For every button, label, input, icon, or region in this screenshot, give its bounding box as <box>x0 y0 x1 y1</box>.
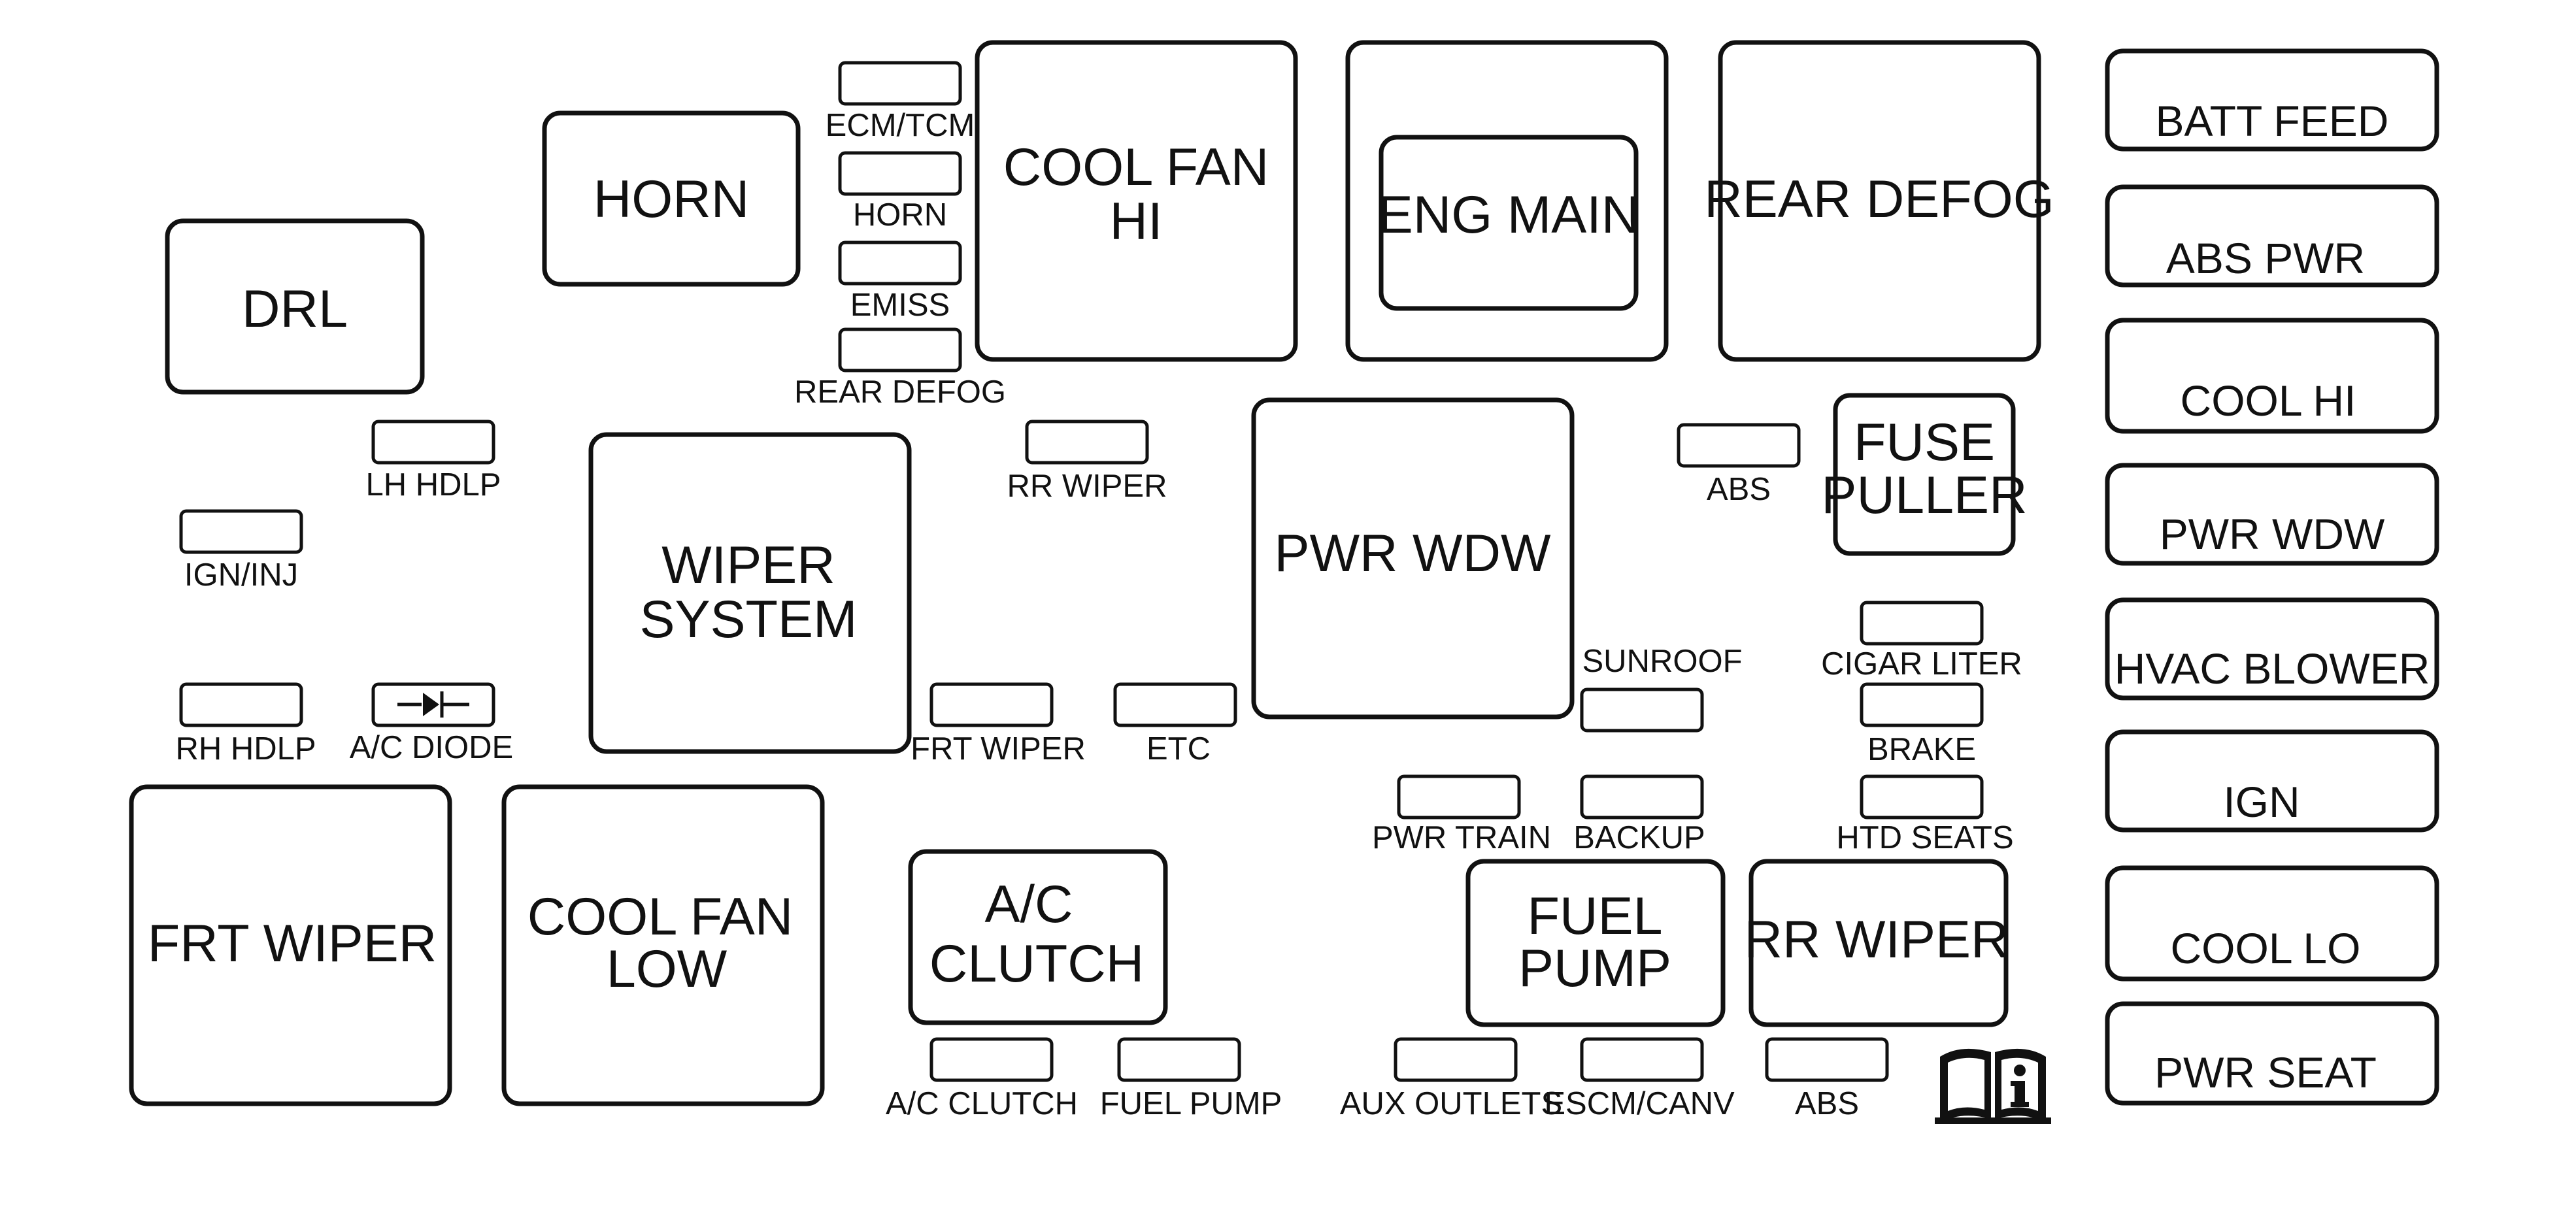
maxi-fuse-cool-lo: COOL LO <box>2105 865 2439 982</box>
fuse-puller-label-line2: PULLER <box>1821 466 2027 525</box>
relay-cool-fan-hi: COOL FAN HI <box>975 40 1298 362</box>
fuse-aux-outlets: AUX OUTLETS <box>1340 1037 1562 1121</box>
maxi-fuse-label: PWR SEAT <box>2154 1048 2377 1097</box>
fuse-htd-seats: HTD SEATS <box>1836 774 2014 855</box>
owner-manual-info-icon <box>1935 1048 2051 1124</box>
fuse-abs-top: ABS <box>1677 423 1801 507</box>
fuse-frt-wiper: FRT WIPER <box>911 682 1086 767</box>
fuse-label: ABS <box>1707 472 1771 507</box>
relay-pwr-wdw: PWR WDW <box>1251 397 1575 720</box>
fuse-label: HORN <box>853 197 947 233</box>
fuse-puller: FUSE PULLER <box>1821 393 2028 556</box>
maxi-fuse-label: HVAC BLOWER <box>2115 644 2430 693</box>
fuse-ac-clutch: A/C CLUTCH <box>886 1037 1078 1121</box>
fuse-ecm-tcm: ECM/TCM <box>826 61 975 143</box>
fuse-rear-defog: REAR DEFOG <box>794 327 1006 410</box>
fuse-cigar-liter: CIGAR LITER <box>1821 601 2022 682</box>
fuse-escm-canv: ESCM/CANV <box>1544 1037 1735 1121</box>
diode-symbol-icon <box>397 691 469 718</box>
relay-label: PWR WDW <box>1275 524 1551 583</box>
fuse-etc: ETC <box>1113 682 1237 767</box>
relay-label-line1: A/C <box>984 875 1073 934</box>
relay-frt-wiper: FRT WIPER <box>129 784 452 1106</box>
fuse-rr-wiper: RR WIPER <box>1007 420 1167 504</box>
fuse-label: ESCM/CANV <box>1544 1086 1735 1121</box>
relay-label: DRL <box>242 280 348 339</box>
relay-label: ENG MAIN <box>1378 186 1640 244</box>
relay-label-line2: HI <box>1110 192 1163 251</box>
relay-label: RR WIPER <box>1745 910 2009 969</box>
relay-label-line2: PUMP <box>1518 939 1671 998</box>
fuse-label: SUNROOF <box>1582 644 1743 679</box>
fuse-label: RR WIPER <box>1007 469 1167 504</box>
maxi-fuse-label: PWR WDW <box>2160 510 2385 558</box>
relay-label: HORN <box>594 170 750 229</box>
fuse-label: CIGAR LITER <box>1821 646 2022 682</box>
maxi-fuse-batt-feed: BATT FEED <box>2105 48 2439 152</box>
relay-label-line1: COOL FAN <box>527 887 794 946</box>
relay-rr-wiper: RR WIPER <box>1745 859 2009 1027</box>
maxi-fuse-pwr-wdw: PWR WDW <box>2105 463 2439 566</box>
fuse-pwr-train: PWR TRAIN <box>1372 774 1551 855</box>
fuse-label: RH HDLP <box>175 731 316 767</box>
fuse-puller-label-line1: FUSE <box>1854 413 1995 472</box>
relay-drl: DRL <box>165 218 425 395</box>
fuse-backup: BACKUP <box>1573 774 1705 855</box>
relay-label-line1: FUEL <box>1527 887 1662 946</box>
fuse-emiss: EMISS <box>838 240 962 323</box>
relay-eng-main: ENG MAIN <box>1345 40 1669 362</box>
fuse-lh-hdlp: LH HDLP <box>366 420 501 503</box>
relay-label: REAR DEFOG <box>1704 170 2054 229</box>
fuse-brake: BRAKE <box>1860 682 1984 767</box>
relay-label-line2: LOW <box>607 940 728 999</box>
maxi-fuse-label: IGN <box>2223 778 2300 826</box>
relay-label-line1: WIPER <box>661 536 835 595</box>
relay-cool-fan-low: COOL FAN LOW <box>501 784 825 1106</box>
fuse-label: ETC <box>1146 731 1211 767</box>
fuse-label: A/C CLUTCH <box>886 1086 1078 1121</box>
fuse-ign-inj: IGN/INJ <box>179 509 303 593</box>
maxi-fuse-abs-pwr: ABS PWR <box>2105 184 2439 288</box>
fuse-label: ECM/TCM <box>826 108 975 143</box>
fuse-horn: HORN <box>838 151 962 233</box>
relay-wiper-system: WIPER SYSTEM <box>588 432 912 754</box>
fuse-label: A/C DIODE <box>350 730 513 765</box>
fuse-label: ABS <box>1795 1086 1859 1121</box>
maxi-fuse-pwr-seat: PWR SEAT <box>2105 1001 2439 1106</box>
maxi-fuse-cool-hi: COOL HI <box>2105 318 2439 434</box>
relay-label-line1: COOL FAN <box>1003 138 1269 197</box>
relay-label-line2: CLUTCH <box>929 935 1145 993</box>
fuse-fuel-pump: FUEL PUMP <box>1100 1037 1282 1121</box>
fuse-label: EMISS <box>850 288 950 323</box>
fuse-label: BRAKE <box>1867 732 1976 767</box>
maxi-fuse-label: COOL LO <box>2171 924 2361 972</box>
maxi-fuse-hvac-blower: HVAC BLOWER <box>2105 597 2439 701</box>
fuse-abs-bottom: ABS <box>1765 1037 1889 1121</box>
maxi-fuse-ign: IGN <box>2105 729 2439 833</box>
fuse-label: REAR DEFOG <box>794 374 1006 410</box>
relay-rear-defog: REAR DEFOG <box>1704 40 2054 362</box>
relay-label: FRT WIPER <box>148 914 437 973</box>
fuse-label: LH HDLP <box>366 467 501 503</box>
fuse-label: HTD SEATS <box>1836 820 2013 855</box>
fuse-label: FUEL PUMP <box>1100 1086 1282 1121</box>
maxi-fuse-label: ABS PWR <box>2166 234 2365 282</box>
relay-horn: HORN <box>542 110 801 287</box>
fuse-label: AUX OUTLETS <box>1340 1086 1562 1121</box>
fuse-label: IGN/INJ <box>184 557 298 593</box>
relay-ac-clutch: A/C CLUTCH <box>908 849 1168 1025</box>
maxi-fuse-label: BATT FEED <box>2156 97 2389 145</box>
maxi-fuse-label: COOL HI <box>2181 376 2356 425</box>
fuse-label: FRT WIPER <box>911 731 1086 767</box>
fuse-ac-diode: A/C DIODE <box>350 682 513 765</box>
relay-label-line2: SYSTEM <box>639 590 857 649</box>
fuse-rh-hdlp: RH HDLP <box>175 682 316 767</box>
relay-fuel-pump: FUEL PUMP <box>1465 859 1726 1027</box>
fuse-label: PWR TRAIN <box>1372 820 1551 855</box>
fuse-label: BACKUP <box>1573 820 1705 855</box>
fuse-sunroof: SUNROOF <box>1580 644 1743 733</box>
